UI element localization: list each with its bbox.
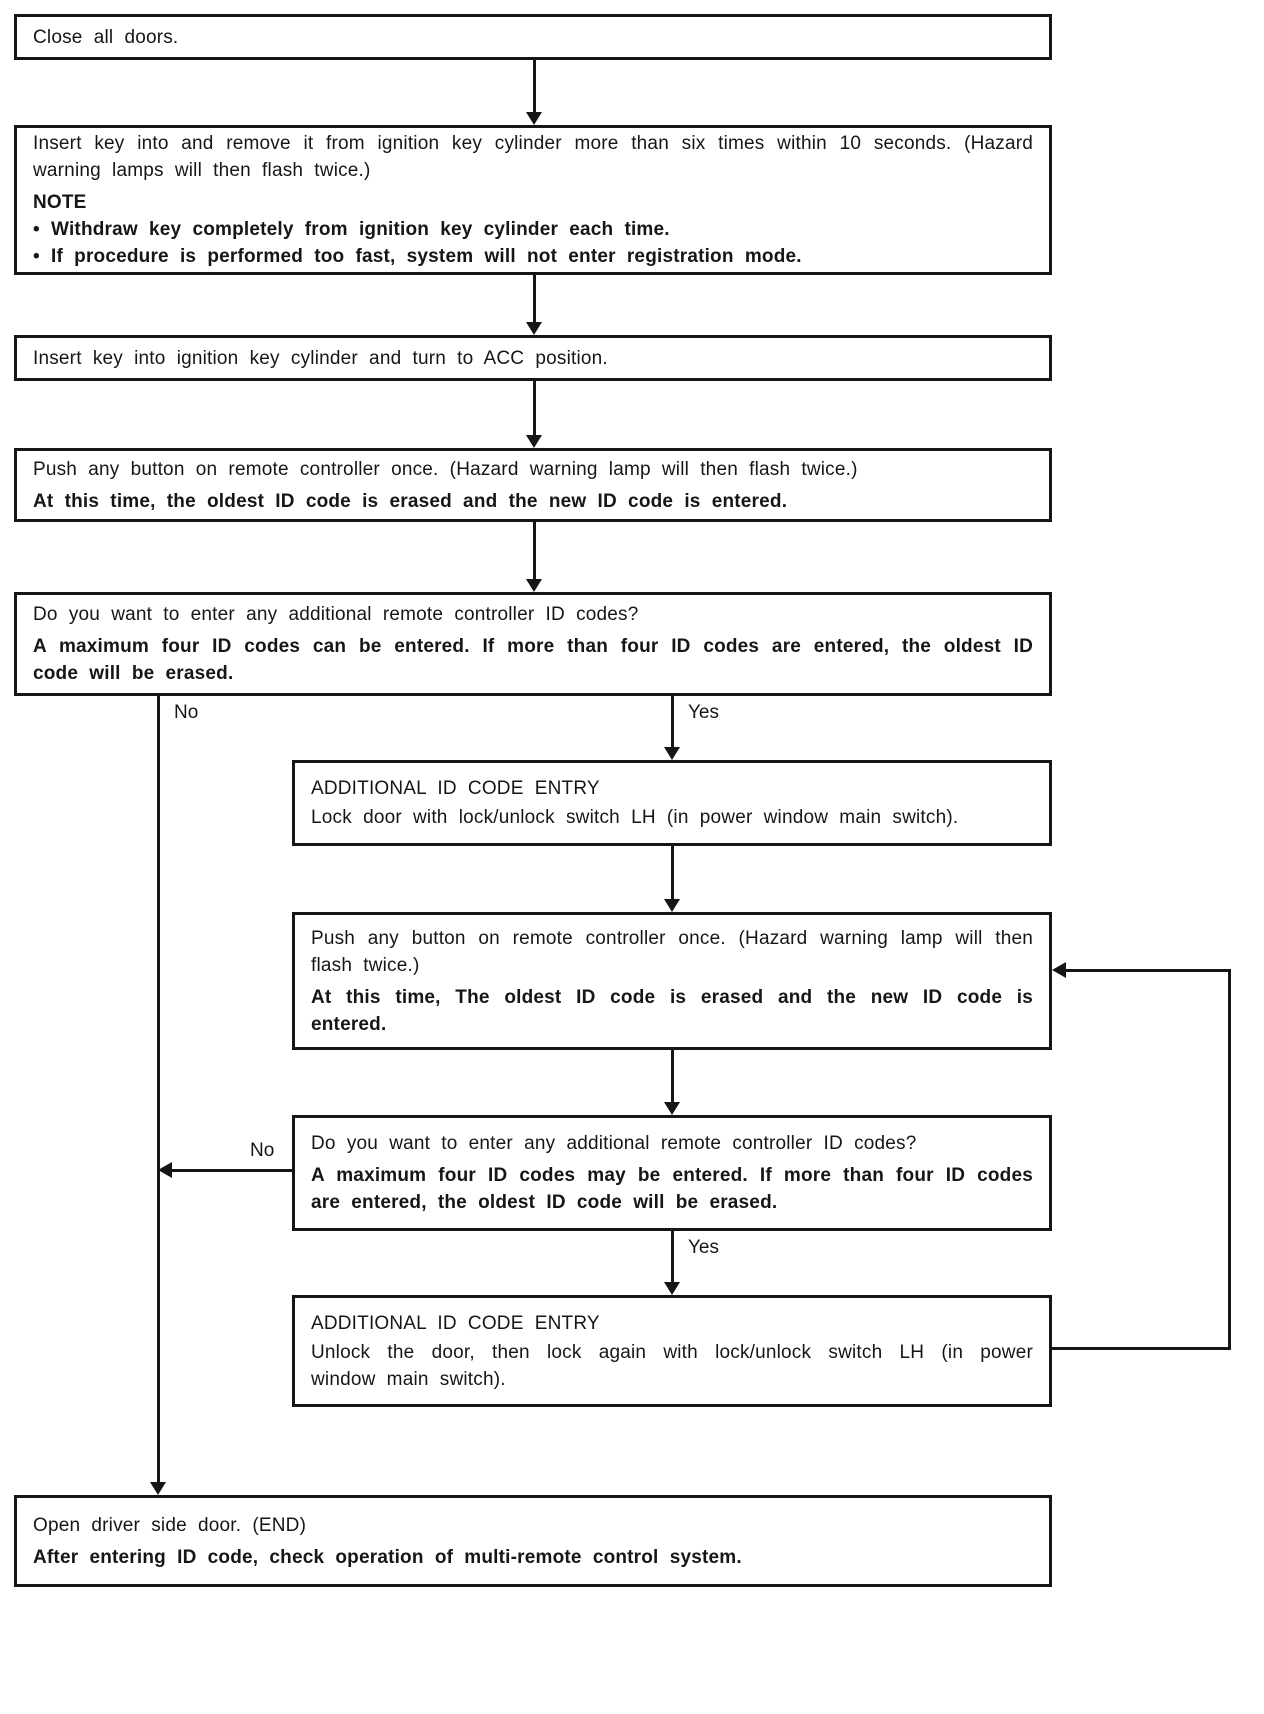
note-heading: NOTE — [33, 192, 87, 213]
arrowhead-left-icon — [158, 1162, 172, 1178]
connector-step1-step2 — [533, 60, 536, 112]
step-insert-remove-key: Insert key into and remove it from ignit… — [14, 125, 1052, 275]
note-bullet-2: • If procedure is performed too fast, sy… — [33, 246, 802, 267]
arrowhead-down-icon — [526, 112, 542, 125]
connector-feedback-rail — [1228, 969, 1231, 1350]
decision-additional-codes-2: Do you want to enter any additional remo… — [292, 1115, 1052, 1231]
connector-yes-2 — [671, 1231, 674, 1282]
step-text-bold: After entering ID code, check operation … — [33, 1546, 742, 1568]
step-text-bold: At this time, the oldest ID code is eras… — [33, 490, 788, 512]
branch-label-yes-1: Yes — [686, 702, 721, 724]
step-text-bold: At this time, The oldest ID code is eras… — [311, 986, 1033, 1035]
arrowhead-down-icon — [526, 435, 542, 448]
step-text: Push any button on remote controller onc… — [33, 458, 858, 480]
decision-note: A maximum four ID codes may be entered. … — [311, 1165, 1033, 1213]
step-title: ADDITIONAL ID CODE ENTRY — [311, 778, 600, 799]
decision-note: A maximum four ID codes can be entered. … — [33, 636, 1033, 684]
arrowhead-down-icon — [150, 1482, 166, 1495]
connector-feedback-top — [1066, 969, 1231, 972]
connector-push-decision2 — [671, 1050, 674, 1102]
decision-question: Do you want to enter any additional remo… — [33, 604, 639, 625]
connector-lock-push — [671, 846, 674, 899]
connector-step3-step4 — [533, 381, 536, 435]
arrowhead-down-icon — [526, 579, 542, 592]
arrowhead-down-icon — [526, 322, 542, 335]
step-text: Unlock the door, then lock again with lo… — [311, 1341, 1033, 1390]
branch-label-yes-2: Yes — [686, 1237, 721, 1259]
branch-label-no-2: No — [248, 1140, 277, 1162]
step-close-all-doors: Close all doors. — [14, 14, 1052, 60]
arrowhead-down-icon — [664, 899, 680, 912]
arrowhead-left-icon — [1052, 962, 1066, 978]
connector-step4-decision1 — [533, 522, 536, 579]
decision-additional-codes-1: Do you want to enter any additional remo… — [14, 592, 1052, 696]
arrowhead-down-icon — [664, 1102, 680, 1115]
step-text: Lock door with lock/unlock switch LH (in… — [311, 807, 959, 828]
decision-question: Do you want to enter any additional remo… — [311, 1133, 917, 1154]
connector-no-2 — [171, 1169, 292, 1172]
step-push-button-first: Push any button on remote controller onc… — [14, 448, 1052, 522]
step-push-button-loop: Push any button on remote controller onc… — [292, 912, 1052, 1050]
branch-label-no-1: No — [172, 702, 201, 724]
step-insert-key-acc: Insert key into ignition key cylinder an… — [14, 335, 1052, 381]
step-title: ADDITIONAL ID CODE ENTRY — [311, 1312, 600, 1334]
step-text: Push any button on remote controller onc… — [311, 927, 1033, 976]
step-text: Close all doors. — [33, 26, 179, 48]
arrowhead-down-icon — [664, 747, 680, 760]
step-additional-entry-unlock: ADDITIONAL ID CODE ENTRY Unlock the door… — [292, 1295, 1052, 1407]
step-additional-entry-lock: ADDITIONAL ID CODE ENTRY Lock door with … — [292, 760, 1052, 846]
connector-yes-1 — [671, 696, 674, 747]
connector-feedback-bottom — [1052, 1347, 1231, 1350]
connector-no-rail — [157, 696, 160, 1483]
step-open-door-end: Open driver side door. (END) After enter… — [14, 1495, 1052, 1587]
connector-step2-step3 — [533, 275, 536, 323]
note-bullet-1: • Withdraw key completely from ignition … — [33, 219, 670, 240]
arrowhead-down-icon — [664, 1282, 680, 1295]
step-text: Insert key into ignition key cylinder an… — [33, 347, 608, 369]
step-text: Open driver side door. (END) — [33, 1514, 307, 1536]
step-text: Insert key into and remove it from ignit… — [33, 133, 1033, 181]
